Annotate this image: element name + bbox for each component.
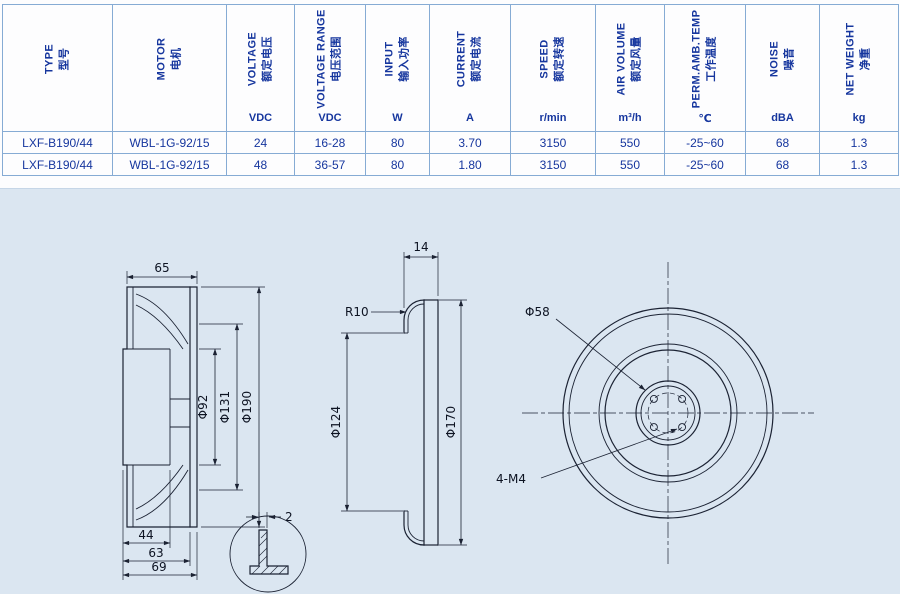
header-zh: 工作温度 [706, 35, 718, 82]
cell-noise: 68 [745, 131, 820, 154]
header-zh: 噪音 [783, 47, 796, 70]
cell-temp: -25~60 [664, 131, 746, 154]
header-unit: A [466, 112, 474, 124]
header-zh: 电压范围 [331, 35, 343, 82]
header-en: VOLTAGE RANGE [315, 8, 328, 109]
header-zh: 额定电压 [261, 35, 274, 82]
cell-current: 3.70 [429, 131, 511, 154]
cell-input: 80 [365, 153, 430, 176]
spec-row-24v: LXF-B190/44 WBL-1G-92/15 24 16-28 80 3.7… [2, 131, 899, 154]
header-unit: ℃ [698, 113, 712, 125]
cell-speed: 3150 [510, 131, 596, 154]
header-en: CURRENT [455, 30, 468, 87]
cell-air-volume: 550 [595, 153, 665, 176]
header-en: VOLTAGE [246, 31, 259, 86]
header-en: NET WEIGHT [844, 21, 857, 96]
header-en: TYPE [43, 43, 56, 74]
header-unit [113, 112, 226, 131]
cell-voltage: 24 [226, 131, 295, 154]
header-unit: VDC [318, 112, 342, 124]
header-zh: 电机 [170, 47, 183, 70]
header-unit [3, 112, 112, 131]
header-en: INPUT [383, 41, 396, 77]
cell-noise: 68 [745, 153, 820, 176]
header-unit: W [392, 112, 403, 124]
spec-row-48v: LXF-B190/44 WBL-1G-92/15 48 36-57 80 1.8… [2, 153, 899, 176]
cell-motor: WBL-1G-92/15 [112, 153, 227, 176]
cell-air-volume: 550 [595, 131, 665, 154]
header-zh: 额定风量 [631, 35, 643, 82]
cell-voltage-range: 16-28 [294, 131, 366, 154]
cell-motor: WBL-1G-92/15 [112, 131, 227, 154]
cell-current: 1.80 [429, 153, 511, 176]
header-zh: 额定电流 [471, 35, 483, 82]
cell-weight: 1.3 [819, 131, 899, 154]
header-en: PERM.AMB.TEMP [690, 9, 703, 108]
header-en: SPEED [538, 38, 551, 79]
cell-voltage: 48 [226, 153, 295, 176]
cell-voltage-range: 36-57 [294, 153, 366, 176]
cell-type: LXF-B190/44 [2, 131, 113, 154]
header-unit: dBA [771, 112, 794, 124]
header-zh: 型号 [58, 47, 71, 70]
header-en: AIR VOLUME [615, 21, 628, 96]
header-en: MOTOR [155, 37, 168, 80]
header-zh: 输入功率 [398, 35, 411, 82]
cell-input: 80 [365, 131, 430, 154]
header-unit: VDC [248, 112, 273, 124]
header-unit: r/min [539, 112, 567, 124]
cell-temp: -25~60 [664, 153, 746, 176]
header-en: NOISE [768, 40, 781, 77]
drawing-panel [0, 188, 900, 594]
header-zh: 额定转速 [554, 35, 566, 82]
cell-weight: 1.3 [819, 153, 899, 176]
cell-type: LXF-B190/44 [2, 153, 113, 176]
header-zh: 净重 [860, 47, 872, 70]
cell-speed: 3150 [510, 153, 596, 176]
header-unit: kg [852, 112, 866, 124]
header-unit: m³/h [618, 112, 642, 124]
